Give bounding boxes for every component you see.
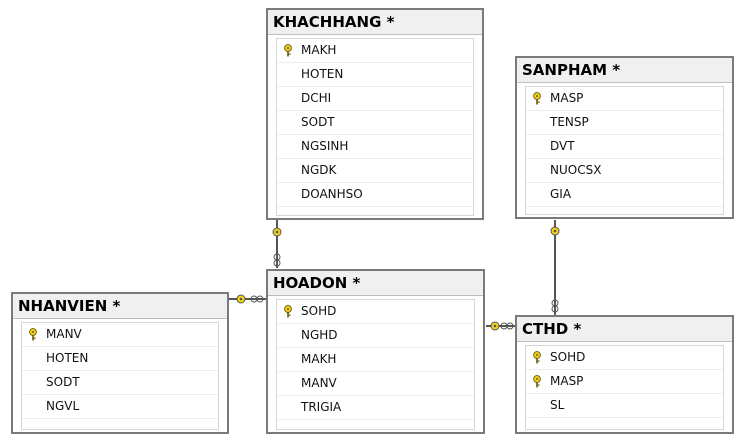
primary-key-icon [533, 375, 541, 388]
column-row[interactable]: MANV [277, 372, 474, 396]
relationship-hoadon-nhanvien[interactable] [229, 294, 266, 304]
primary-key-icon [29, 328, 37, 341]
column-row[interactable]: GIA [526, 183, 723, 207]
column-row[interactable]: HOTEN [22, 347, 218, 371]
column-row[interactable]: TENSP [526, 111, 723, 135]
column-row[interactable]: DCHI [277, 87, 473, 111]
column-row[interactable]: NGDK [277, 159, 473, 183]
column-list: MAKH HOTEN DCHI SODT NGSINH NGDK DOANHSO [276, 38, 474, 216]
primary-key-icon [533, 92, 541, 105]
column-row[interactable]: MASP [526, 370, 723, 394]
column-name: SODT [301, 115, 335, 129]
column-name: MANV [46, 327, 82, 341]
column-name: TRIGIA [301, 400, 342, 414]
column-row[interactable]: NGHD [277, 324, 474, 348]
column-row[interactable]: MAKH [277, 39, 473, 63]
column-name: GIA [550, 187, 572, 201]
column-list: SOHD NGHD MAKH MANV TRIGIA [276, 299, 475, 430]
column-name: SL [550, 398, 565, 412]
column-name: HOTEN [46, 351, 89, 365]
column-row[interactable]: SODT [277, 111, 473, 135]
primary-key-icon [284, 305, 292, 318]
column-row[interactable]: DOANHSO [277, 183, 473, 207]
table-sanpham[interactable]: SANPHAM * MASP TENSP DVT NUOCSX GIA [515, 56, 734, 219]
table-title: KHACHHANG * [268, 10, 482, 35]
column-name: NGDK [301, 163, 337, 177]
relationship-cthd-hoadon[interactable] [486, 321, 515, 331]
column-name: NGVL [46, 399, 80, 413]
column-row[interactable]: HOTEN [277, 63, 473, 87]
column-list: MANV HOTEN SODT NGVL [21, 322, 219, 430]
column-name: MANV [301, 376, 337, 390]
column-row[interactable]: SL [526, 394, 723, 418]
column-name: SODT [46, 375, 80, 389]
column-name: NUOCSX [550, 163, 602, 177]
column-name: NGSINH [301, 139, 349, 153]
table-title: HOADON * [268, 271, 483, 296]
column-row[interactable]: DVT [526, 135, 723, 159]
column-name: SOHD [301, 304, 337, 318]
column-name: MAKH [301, 352, 337, 366]
table-title: CTHD * [517, 317, 732, 342]
column-row[interactable]: TRIGIA [277, 396, 474, 420]
column-row[interactable]: MAKH [277, 348, 474, 372]
column-row[interactable]: NGVL [22, 395, 218, 419]
column-name: MASP [550, 91, 584, 105]
column-row[interactable]: MANV [22, 323, 218, 347]
relationship-cthd-sanpham[interactable] [550, 220, 560, 315]
column-name: DCHI [301, 91, 332, 105]
column-name: TENSP [550, 115, 589, 129]
table-nhanvien[interactable]: NHANVIEN * MANV HOTEN SODT NGVL [11, 292, 229, 434]
relationship-hoadon-khachhang[interactable] [272, 220, 282, 268]
column-name: HOTEN [301, 67, 344, 81]
table-hoadon[interactable]: HOADON * SOHD NGHD MAKH MANV TRIGIA [266, 269, 485, 434]
column-list: MASP TENSP DVT NUOCSX GIA [525, 86, 724, 215]
column-list: SOHD MASP SL [525, 345, 724, 430]
column-row[interactable]: NUOCSX [526, 159, 723, 183]
table-cthd[interactable]: CTHD * SOHD MASP SL [515, 315, 734, 434]
primary-key-icon [533, 351, 541, 364]
column-name: DVT [550, 139, 575, 153]
column-row[interactable]: SOHD [526, 346, 723, 370]
column-row[interactable]: SOHD [277, 300, 474, 324]
column-name: NGHD [301, 328, 338, 342]
column-row[interactable]: MASP [526, 87, 723, 111]
table-title: SANPHAM * [517, 58, 732, 83]
column-name: MAKH [301, 43, 337, 57]
column-name: MASP [550, 374, 584, 388]
column-row[interactable]: SODT [22, 371, 218, 395]
column-row[interactable]: NGSINH [277, 135, 473, 159]
column-name: SOHD [550, 350, 586, 364]
primary-key-icon [284, 44, 292, 57]
table-khachhang[interactable]: KHACHHANG * MAKH HOTEN DCHI SODT NGSINH … [266, 8, 484, 220]
column-name: DOANHSO [301, 187, 363, 201]
table-title: NHANVIEN * [13, 294, 227, 319]
